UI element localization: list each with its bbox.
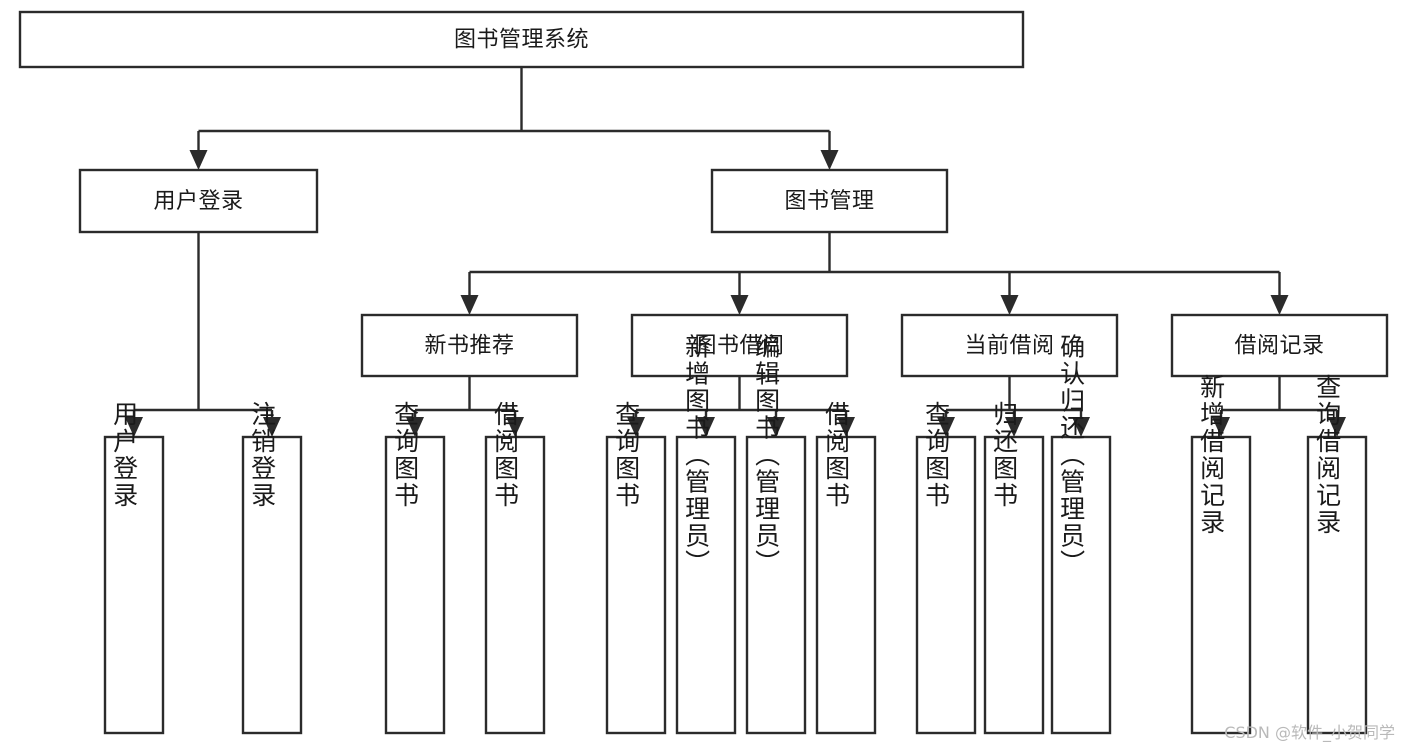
book-manage-arrow-3 [1270,295,1289,315]
book-borrow-arrow-3 [837,417,855,437]
node-label-leaf-borrow-borrow-book: 借阅图书 [822,401,851,509]
node-leaf-cur-return-book[interactable]: 归还图书 [983,401,1045,735]
node-leaf-cur-confirm-return[interactable]: 确认归还（管理员） [1050,334,1112,735]
node-box-leaf-rec-borrow-book [484,435,546,735]
book-manage-arrow-2 [1000,295,1019,315]
node-book-borrow[interactable]: 图书借阅 [630,313,849,378]
node-leaf-rec-borrow-book[interactable]: 借阅图书 [484,401,546,735]
book-manage-arrow-0 [460,295,479,315]
node-box-leaf-user-login [103,435,165,735]
node-label-leaf-borrow-edit-book: 编辑图书（管理员） [752,334,781,577]
connector-lines-layer [125,67,1346,437]
book-manage-arrow-1 [730,295,749,315]
node-label-user-login: 用户登录 [153,189,243,214]
book-borrow-arrow-1 [697,417,715,437]
book-borrow-arrow-2 [767,417,785,437]
new-book-rec-arrow-1 [506,417,524,437]
node-box-leaf-borrow-add-book [675,435,737,735]
node-label-leaf-rec-borrow-book: 借阅图书 [491,401,520,509]
node-box-borrow-record [1170,313,1389,378]
node-label-leaf-cur-return-book: 归还图书 [990,401,1019,509]
nodes-layer: 图书管理系统用户登录图书管理新书推荐图书借阅当前借阅借阅记录用户登录注销登录查询… [18,10,1389,735]
borrow-record-arrow-1 [1328,417,1346,437]
node-label-borrow-record: 借阅记录 [1234,334,1324,359]
node-leaf-borrow-add-book[interactable]: 新增图书（管理员） [675,334,737,735]
node-label-root: 图书管理系统 [454,28,589,53]
node-label-leaf-cur-query-book: 查询图书 [922,401,951,509]
node-current-borrow[interactable]: 当前借阅 [900,313,1119,378]
node-leaf-borrow-borrow-book[interactable]: 借阅图书 [815,401,877,735]
node-box-leaf-cur-return-book [983,435,1045,735]
node-leaf-user-login[interactable]: 用户登录 [103,401,165,735]
node-box-leaf-borrow-borrow-book [815,435,877,735]
node-box-leaf-borrow-query-book [605,435,667,735]
node-box-leaf-rec-query-book [384,435,446,735]
node-box-leaf-cur-confirm-return [1050,435,1112,735]
current-borrow-arrow-0 [937,417,955,437]
node-label-book-manage: 图书管理 [784,189,874,214]
node-leaf-rec-query-book[interactable]: 查询图书 [384,401,446,735]
node-new-book-rec[interactable]: 新书推荐 [360,313,579,378]
node-box-leaf-cur-query-book [915,435,977,735]
current-borrow-arrow-2 [1072,417,1090,437]
node-box-leaf-borrow-edit-book [745,435,807,735]
node-leaf-cur-query-book[interactable]: 查询图书 [915,401,977,735]
node-label-current-borrow: 当前借阅 [964,334,1054,359]
root-arrow-1 [820,150,839,170]
node-box-user-login [78,168,319,234]
root-arrow-0 [189,150,208,170]
borrow-record-arrow-0 [1212,417,1230,437]
node-user-login[interactable]: 用户登录 [78,168,319,234]
user-login-arrow-1 [263,417,281,437]
node-root[interactable]: 图书管理系统 [18,10,1025,69]
user-login-arrow-0 [125,417,143,437]
node-leaf-borrow-edit-book[interactable]: 编辑图书（管理员） [745,334,807,735]
node-box-current-borrow [900,313,1119,378]
node-box-new-book-rec [360,313,579,378]
node-borrow-record[interactable]: 借阅记录 [1170,313,1389,378]
node-box-leaf-rec-query-record [1306,435,1368,735]
new-book-rec-arrow-0 [406,417,424,437]
current-borrow-arrow-1 [1005,417,1023,437]
node-leaf-borrow-query-book[interactable]: 查询图书 [605,401,667,735]
node-leaf-rec-query-record[interactable]: 查询借阅记录 [1306,374,1368,735]
node-box-book-manage [710,168,949,234]
watermark-text: CSDN @软件_小贺同学 [1224,723,1395,742]
node-label-book-borrow: 图书借阅 [694,334,784,359]
book-borrow-arrow-0 [627,417,645,437]
node-label-leaf-borrow-query-book: 查询图书 [612,401,641,509]
node-leaf-rec-add-record[interactable]: 新增借阅记录 [1190,374,1252,735]
node-label-leaf-user-logout: 注销登录 [248,401,277,509]
node-label-leaf-rec-query-book: 查询图书 [391,401,420,509]
node-box-leaf-user-logout [241,435,303,735]
node-leaf-user-logout[interactable]: 注销登录 [241,401,303,735]
node-box-book-borrow [630,313,849,378]
node-label-leaf-user-login: 用户登录 [110,401,139,509]
node-label-leaf-cur-confirm-return: 确认归还（管理员） [1057,334,1086,577]
node-book-manage[interactable]: 图书管理 [710,168,949,234]
node-label-new-book-rec: 新书推荐 [424,334,514,359]
node-label-leaf-rec-add-record: 新增借阅记录 [1197,374,1226,536]
node-box-root [18,10,1025,69]
node-label-leaf-rec-query-record: 查询借阅记录 [1313,374,1342,536]
node-box-leaf-rec-add-record [1190,435,1252,735]
node-label-leaf-borrow-add-book: 新增图书（管理员） [682,334,711,577]
